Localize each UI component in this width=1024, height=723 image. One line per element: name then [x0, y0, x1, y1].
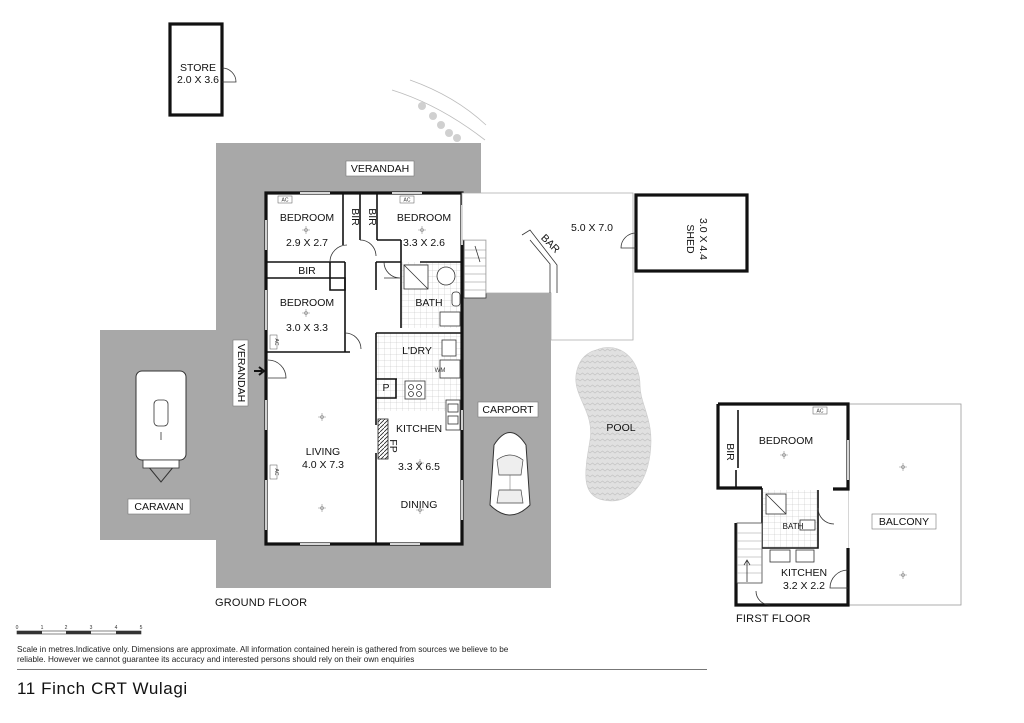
- ac-label: AC: [273, 339, 279, 346]
- bedroom-3-dims: 3.0 X 3.3: [286, 322, 328, 334]
- patio-dims: 5.0 X 7.0: [571, 222, 613, 234]
- verandah-top-label: VERANDAH: [351, 163, 409, 175]
- ff-bath-label: BATH: [783, 522, 804, 531]
- ac-label: AC: [817, 409, 824, 415]
- disclaimer-text: Scale in metres.Indicative only. Dimensi…: [17, 645, 509, 664]
- ac-label: AC: [273, 469, 279, 476]
- ac-label: AC: [404, 198, 411, 204]
- bath-label: BATH: [415, 297, 442, 309]
- carport-label: CARPORT: [482, 404, 534, 416]
- bedroom-2-dims: 3.3 X 2.6: [403, 237, 445, 249]
- ac-label: AC: [282, 198, 289, 204]
- shed-label: SHED: [684, 224, 696, 254]
- ground-floor-caption: GROUND FLOOR: [215, 597, 308, 609]
- scale-tick: 4: [115, 625, 118, 631]
- scale-tick: 2: [65, 625, 68, 631]
- car-icon: [489, 432, 531, 516]
- ff-kitchen-dims: 3.2 X 2.2: [783, 580, 825, 592]
- scale-tick: 0: [16, 625, 19, 631]
- balcony-label: BALCONY: [879, 516, 929, 528]
- fireplace: [377, 418, 389, 460]
- house-floor-plan: AC AC AC AC BEDROOM 2.9 X 2.7 BIR BIR BE…: [264, 191, 464, 546]
- store-building: STORE 2.0 X 3.6: [168, 22, 237, 117]
- fireplace-label: FP: [387, 439, 399, 452]
- bedroom-1-label: BEDROOM: [280, 212, 334, 224]
- bir-3-label: BIR: [298, 265, 316, 277]
- bir-2-label: BIR: [366, 208, 378, 226]
- patio-area: 5.0 X 7.0 BAR: [461, 192, 634, 341]
- verandah-and-carport: [216, 143, 551, 588]
- first-floor-plan: AC BEDROOM BIR BATH KITCHEN 3.2 X 2.2 BA…: [716, 402, 962, 607]
- bedroom-2-label: BEDROOM: [397, 212, 451, 224]
- wm-label: WM: [435, 368, 446, 374]
- kitchen-dims: 3.3 X 6.5: [398, 461, 440, 473]
- caravan-label: CARAVAN: [134, 501, 183, 513]
- laundry-label: L'DRY: [402, 345, 432, 357]
- living-dims: 4.0 X 7.3: [302, 459, 344, 471]
- kitchen-label: KITCHEN: [396, 423, 442, 435]
- pool-label: POOL: [606, 422, 635, 434]
- stepping-stones-path: [391, 79, 487, 142]
- scale-tick: 1: [41, 625, 44, 631]
- balcony-area: [847, 403, 962, 606]
- first-floor-caption: FIRST FLOOR: [736, 613, 811, 625]
- dining-label: DINING: [401, 499, 438, 511]
- store-label: STORE: [180, 62, 216, 74]
- entry-arrow-icon: [254, 366, 266, 376]
- ff-bedroom-label: BEDROOM: [759, 435, 813, 447]
- pool: POOL: [575, 347, 652, 502]
- property-address: 11 Finch CRT Wulagi: [17, 679, 188, 698]
- divider: [17, 669, 707, 670]
- bedroom-3-label: BEDROOM: [280, 297, 334, 309]
- living-label: LIVING: [306, 446, 340, 458]
- bir-1-label: BIR: [349, 208, 361, 226]
- scale-tick: 5: [140, 625, 143, 631]
- store-dims: 2.0 X 3.6: [177, 74, 219, 86]
- caravan-icon: [135, 370, 187, 483]
- scale-tick: 3: [90, 625, 93, 631]
- scale-bar: 0 1 2 3 4 5: [16, 625, 143, 635]
- pantry-label: P: [382, 382, 389, 394]
- ff-bir-label: BIR: [724, 443, 736, 461]
- verandah-side-label: VERANDAH: [235, 344, 247, 402]
- rear-steps: [463, 239, 487, 299]
- shed-dims: 3.0 X 4.4: [697, 218, 709, 260]
- shed-building: SHED 3.0 X 4.4: [620, 193, 749, 273]
- bedroom-1-dims: 2.9 X 2.7: [286, 237, 328, 249]
- ff-kitchen-label: KITCHEN: [781, 567, 827, 579]
